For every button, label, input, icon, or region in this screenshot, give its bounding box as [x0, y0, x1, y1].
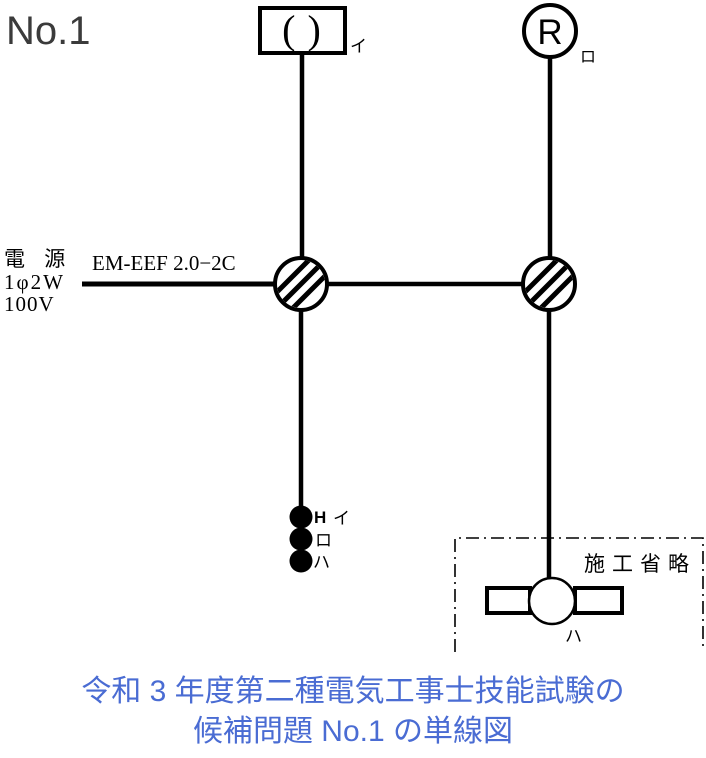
switch-circuit-label-3: ハ [313, 553, 330, 572]
caption-line1: 令和 3 年度第二種電気工事士技能試験の [81, 675, 624, 708]
switch-group: H イ ロ ハ [289, 505, 350, 573]
omitted-lamp-circuit-label: ハ [565, 627, 582, 646]
lamp-receptacle-circle [522, 3, 578, 59]
lamp-receptacle-symbol: R [522, 3, 578, 59]
switch-circuit-label-2: ロ [315, 531, 332, 550]
omitted-section-label: 施工省略 [584, 552, 696, 576]
junction-box-left-icon [273, 256, 329, 312]
ceiling-light-symbol: ( ) [258, 6, 347, 55]
power-source-line2: 1φ2W [4, 270, 65, 294]
caption-line2: 候補問題 No.1 の単線図 [193, 715, 513, 748]
ceiling-light-paren-icon: ( ) [282, 7, 322, 52]
lamp-receptacle-r-text: R [537, 13, 562, 52]
fluorescent-lamp-icon [485, 576, 624, 626]
power-source-line1: 電 源 [4, 247, 72, 271]
power-source-line3: 100V [4, 292, 55, 316]
cable-type-label: EM-EEF 2.0−2C [92, 251, 236, 275]
ceiling-light-circuit-label: イ [350, 37, 367, 56]
switch-icon-3 [289, 549, 313, 573]
junction-box-right-icon [521, 256, 577, 312]
switch-circuit-label-1: イ [333, 509, 350, 528]
power-source-text: 電 源 1φ2W 100V [4, 247, 72, 316]
switch-icon-2 [289, 527, 313, 551]
switch-icon-1 [289, 505, 313, 529]
switch-pilot-label: H [314, 508, 326, 527]
omitted-section-box [454, 537, 704, 652]
lamp-receptacle-circuit-label: ロ [580, 49, 596, 66]
ceiling-light-box [258, 6, 347, 55]
problem-number: No.1 [6, 9, 91, 53]
